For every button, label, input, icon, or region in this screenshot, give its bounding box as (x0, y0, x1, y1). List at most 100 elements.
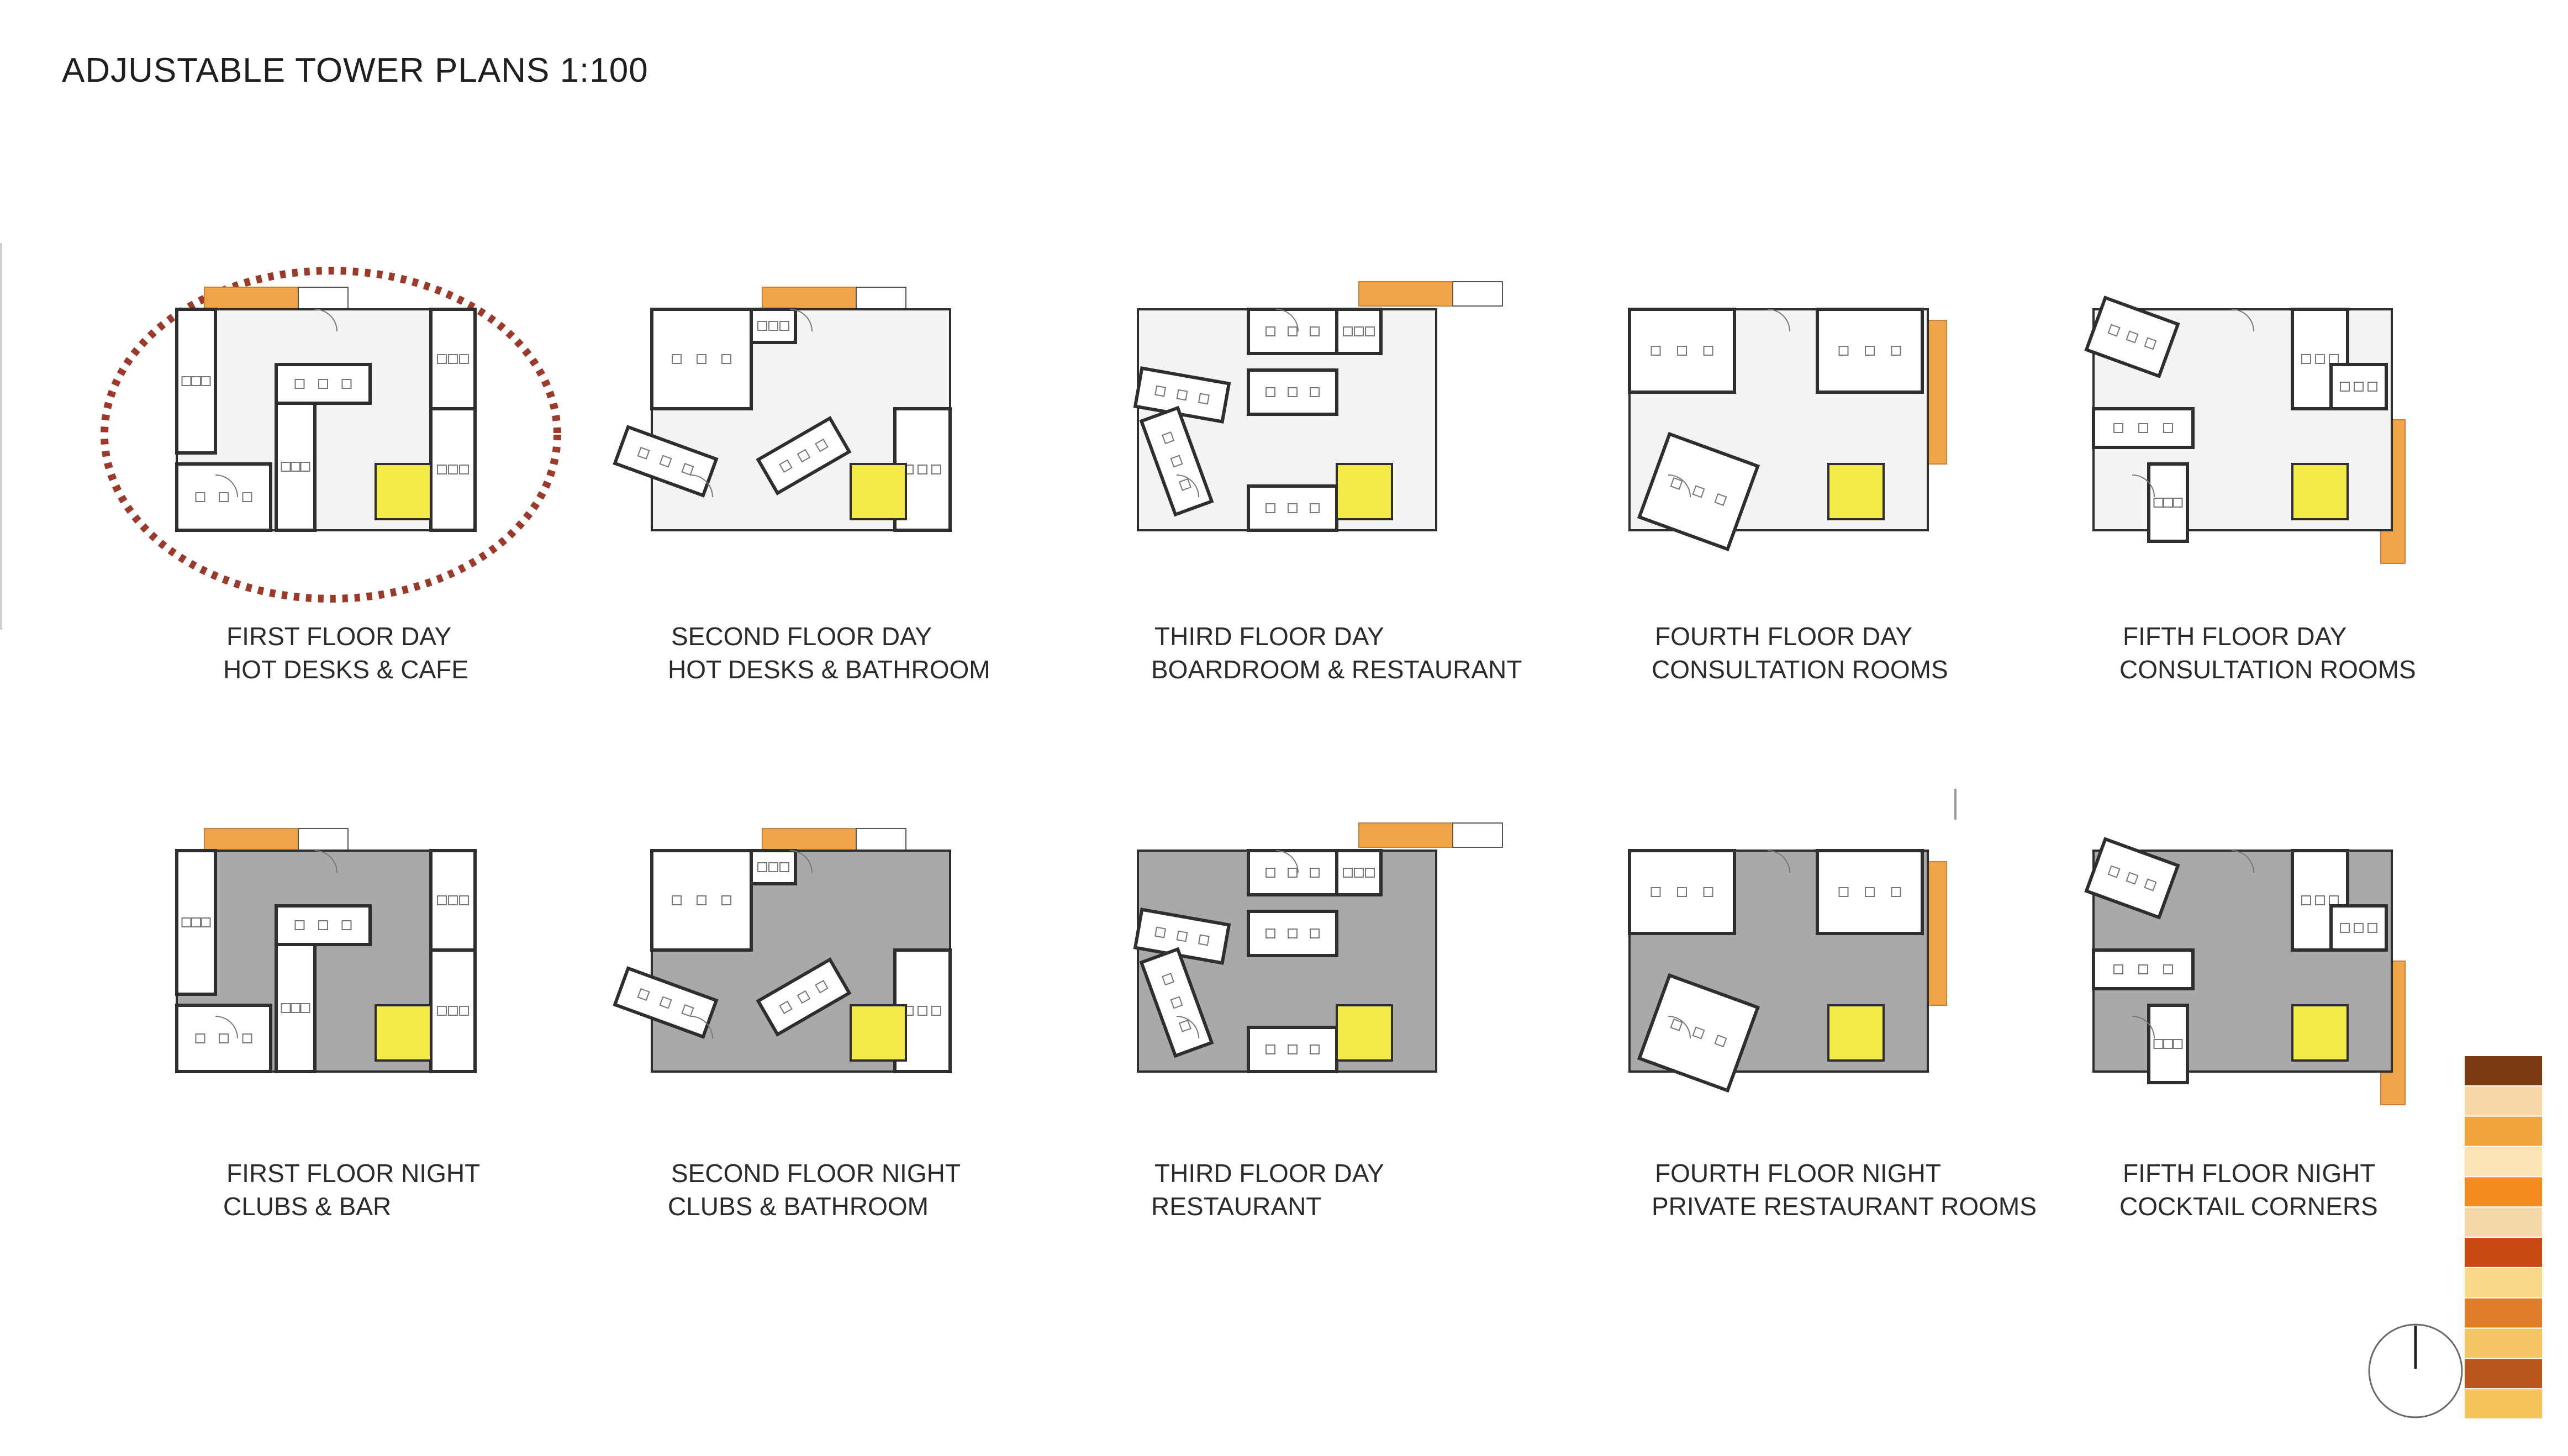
door-swing-icon (1275, 850, 1299, 873)
furniture-icon (672, 895, 682, 905)
plan-group (1628, 849, 1947, 1093)
door-swing-icon (215, 1016, 238, 1039)
boardroom (1247, 308, 1338, 355)
caption-line2: COCKTAIL CORNERS (2119, 1192, 2378, 1221)
floor-plan-1 (175, 287, 477, 532)
furniture-icon (2126, 330, 2139, 344)
furniture-icon (459, 465, 469, 474)
furniture-icon (917, 1006, 927, 1016)
room-left (175, 849, 217, 996)
room-small (1335, 308, 1383, 355)
furniture-icon (2354, 923, 2364, 933)
bathroom-block (650, 849, 753, 952)
floor-plan-6 (175, 828, 477, 1073)
pod-angled (613, 966, 719, 1039)
caption-line2: HOT DESKS & CAFE (223, 655, 468, 684)
furniture-icon (757, 862, 767, 872)
furniture-icon (300, 462, 310, 472)
caption-second-floor-day: SECOND FLOOR DAY HOT DESKS & BATHROOM (668, 620, 990, 686)
furniture-icon (697, 895, 706, 905)
lift-core (2291, 463, 2349, 520)
furniture-icon (1838, 346, 1849, 356)
furniture-icon (1838, 887, 1849, 897)
lift-core (1336, 1004, 1393, 1062)
furniture-icon (779, 862, 789, 872)
furniture-icon (219, 1033, 229, 1043)
furniture-icon (637, 446, 650, 460)
floor-plan-5 (2084, 296, 2406, 564)
floor-plan-drawing (613, 828, 952, 1073)
furniture-icon (1343, 326, 1353, 336)
room-bottom (2147, 462, 2189, 543)
furniture-icon (917, 465, 927, 474)
furniture-icon (1651, 346, 1661, 356)
colour-swatch (2465, 1116, 2542, 1146)
furniture-icon (1288, 387, 1298, 397)
furniture-icon (1178, 1019, 1191, 1032)
furniture-icon (2144, 878, 2157, 891)
caption-line2: CLUBS & BATHROOM (668, 1192, 929, 1221)
caption-line2: PRIVATE RESTAURANT ROOMS (1652, 1192, 2037, 1221)
caption-third-floor-night: THIRD FLOOR DAY RESTAURANT (1151, 1157, 1384, 1223)
furniture-icon (768, 321, 778, 331)
stair-strip (1358, 822, 1453, 848)
furniture-icon (2163, 1039, 2173, 1049)
furniture-icon (1703, 887, 1713, 897)
furniture-icon (1714, 493, 1727, 507)
colour-swatch (2465, 1177, 2542, 1207)
furniture-icon (437, 354, 447, 364)
consultation-room-angled (2084, 296, 2180, 378)
furniture-icon (341, 379, 352, 389)
furniture-icon (219, 492, 229, 502)
lift-core (1336, 463, 1393, 520)
furniture-icon (1365, 326, 1375, 336)
furniture-icon (672, 354, 682, 364)
furniture-icon (697, 354, 706, 364)
door-swing-icon (215, 474, 238, 498)
furniture-icon (2153, 1039, 2164, 1049)
room-bottom (1247, 484, 1338, 532)
room-left (175, 308, 217, 455)
lift-core (375, 1004, 432, 1062)
door-swing-icon (314, 850, 338, 873)
door-swing-icon (1767, 850, 1790, 873)
floor-plan-10 (2084, 837, 2406, 1105)
consultation-rooms-angled (1637, 973, 1760, 1093)
furniture-icon (779, 1000, 793, 1015)
caption-third-floor-day: THIRD FLOOR DAY BOARDROOM & RESTAURANT (1151, 620, 1522, 686)
furniture-icon (437, 465, 447, 474)
caption-second-floor-night: SECOND FLOOR NIGHT CLUBS & BATHROOM (668, 1157, 961, 1223)
furniture-icon (1170, 996, 1183, 1009)
consultation-rooms-left (1628, 308, 1736, 394)
colour-swatch (2465, 1268, 2542, 1297)
furniture-icon (757, 321, 767, 331)
furniture-icon (1865, 346, 1875, 356)
floor-plan-2 (613, 287, 952, 532)
plan-group (1628, 308, 1947, 552)
furniture-icon (1670, 477, 1683, 490)
room-bottom-left (175, 1004, 272, 1073)
furniture-icon (195, 492, 205, 502)
stair-treads (298, 287, 349, 312)
door-swing-icon (690, 1016, 713, 1039)
room-center (275, 943, 317, 1073)
furniture-icon (931, 465, 941, 474)
furniture-icon (2113, 423, 2123, 433)
furniture-icon (281, 462, 291, 472)
room-center (275, 402, 317, 532)
furniture-icon (1310, 387, 1320, 397)
furniture-icon (291, 462, 300, 472)
furniture-icon (1288, 1044, 1298, 1054)
consultation-rooms-angled (1637, 431, 1760, 552)
furniture-icon (659, 996, 672, 1009)
furniture-icon (1365, 868, 1375, 878)
room-bottom (1247, 1026, 1338, 1073)
stair-strip (762, 828, 857, 853)
furniture-icon (1692, 485, 1705, 498)
page-title: ADJUSTABLE TOWER PLANS 1:100 (62, 51, 648, 89)
room-small (2329, 904, 2388, 952)
furniture-icon (291, 1003, 300, 1013)
furniture-icon (300, 1003, 310, 1013)
consultation-room-angled (2084, 837, 2180, 920)
furniture-icon (318, 379, 328, 389)
